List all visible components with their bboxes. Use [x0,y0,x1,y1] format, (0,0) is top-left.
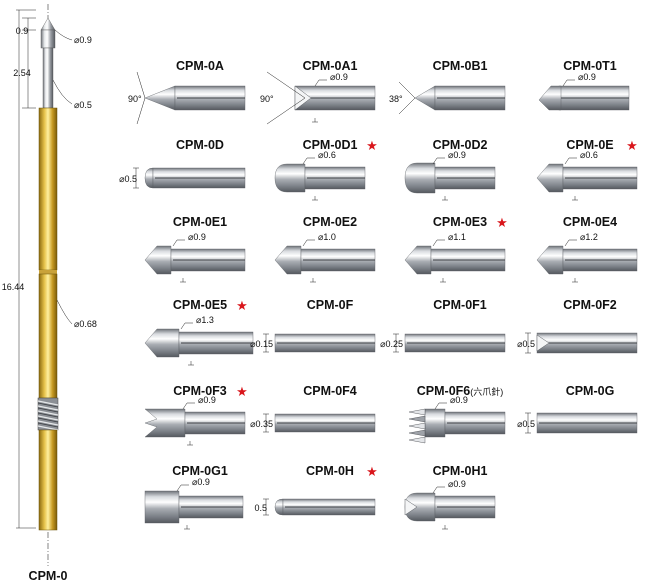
tip-cpm-0f1: CPM-0F1 ⌀0.25 [380,298,506,353]
diameter-label: ⌀0.5 [119,174,137,184]
tip-cpm-0e5: CPM-0E5 ★ ⌀1.3 [144,298,254,366]
tip-title: CPM-0G [566,384,615,398]
tip-title: CPM-0F6(六爪針) [417,384,503,398]
star-icon: ★ [366,464,378,479]
main-probe-label: CPM-0 [29,569,68,583]
star-icon: ★ [236,384,248,399]
diameter-label: ⌀0.9 [448,479,466,489]
tip-cpm-0g: CPM-0G ⌀0.5 [517,384,638,434]
tip-title: CPM-0E3 [433,215,487,229]
tip-cpm-0f: CPM-0F ⌀0.15 [250,298,376,353]
dim-overall-length: 16.44 [2,282,25,292]
diameter-label: ⌀0.5 [517,339,535,349]
tip-title: CPM-0F [307,298,354,312]
tip-title: CPM-0D2 [433,138,488,152]
star-icon: ★ [626,138,638,153]
tip-cpm-0d: CPM-0D ⌀0.5 [119,138,246,189]
tip-cpm-0f6: CPM-0F6(六爪針)⌀0.9 [408,384,506,444]
tip-title: CPM-0A1 [303,59,358,73]
knurl-section [37,397,59,431]
tip-cpm-0e: CPM-0E ★ ⌀0.6 [536,138,638,201]
tip-title: CPM-0B1 [433,59,488,73]
tips-grid: CPM-0A 90° CPM-0A1 90° ⌀0.9 CPM-0B1 38° CPM-0T1… [119,59,638,530]
tip-title: CPM-0E1 [173,215,227,229]
star-icon: ★ [496,215,508,230]
diameter-label: ⌀0.9 [450,395,468,405]
angle-label: 90° [260,94,274,104]
tip-cpm-0h: CPM-0H ★ 0.5 [254,464,378,516]
tip-title: CPM-0E5 [173,298,227,312]
dim-tip-diameter: ⌀0.9 [74,35,92,45]
tip-cpm-0f2: CPM-0F2 ⌀0.5 [517,298,638,354]
tip-title: CPM-0E [566,138,613,152]
tip-title: CPM-0G1 [172,464,228,478]
tip-title: CPM-0F1 [433,298,487,312]
tip-cpm-0e1: CPM-0E1 ⌀0.9 [144,215,246,283]
tip-title: CPM-0F4 [303,384,357,398]
tip-cpm-0a: CPM-0A 90° [128,59,246,125]
dim-neck-length: 2.54 [13,68,31,78]
diameter-label: ⌀0.9 [330,72,348,82]
diameter-label: ⌀0.5 [517,419,535,429]
tip-title: CPM-0D1 [303,138,358,152]
diameter-label: ⌀0.25 [380,339,403,349]
tip-cpm-0b1: CPM-0B1 38° [389,59,506,115]
tip-title: CPM-0T1 [563,59,617,73]
tip-cpm-0f4: CPM-0F4 ⌀0.35 [250,384,376,433]
angle-label: 38° [389,94,403,104]
diameter-label: ⌀0.6 [318,150,336,160]
tip-cpm-0d1: CPM-0D1 ★ ⌀0.6 [274,138,378,201]
tip-title: CPM-0A [176,59,224,73]
diameter-label: ⌀0.9 [188,232,206,242]
tip-title: CPM-0F3 [173,384,227,398]
tip-title: CPM-0E2 [303,215,357,229]
diameter-label: ⌀0.9 [448,150,466,160]
tip-cpm-0e3: CPM-0E3 ★ ⌀1.1 [404,215,508,283]
star-icon: ★ [366,138,378,153]
diameter-label: ⌀0.6 [580,150,598,160]
tip-cpm-0h1: CPM-0H1⌀0.9 [404,464,496,530]
tip-cpm-0a1: CPM-0A1 90° ⌀0.9 [260,59,376,125]
tip-title: CPM-0F2 [563,298,617,312]
diameter-label: 0.5 [254,503,267,513]
dim-neck-diameter: ⌀0.5 [74,100,92,110]
star-icon: ★ [236,298,248,313]
dim-barrel-diameter: ⌀0.68 [74,319,97,329]
tip-cpm-0d2: CPM-0D2⌀0.9 [404,138,496,201]
tip-cpm-0e4: CPM-0E4 ⌀1.2 [536,215,638,283]
diameter-label: ⌀0.9 [192,477,210,487]
tip-title: CPM-0H [306,464,354,478]
diameter-label: ⌀0.9 [198,395,216,405]
diameter-label: ⌀1.0 [318,232,336,242]
main-probe: 0.9 ⌀0.9 2.54 ⌀0.5 16.44 ⌀0.68 CPM-0 [2,4,97,583]
tip-title: CPM-0E4 [563,215,617,229]
diameter-label: ⌀0.35 [250,419,273,429]
angle-label: 90° [128,94,142,104]
tip-cpm-0f3: CPM-0F3 ★ ⌀0.9 [144,384,248,446]
diameter-label: ⌀1.3 [196,315,214,325]
tip-cpm-0t1: CPM-0T1⌀0.9 [538,59,630,111]
tip-cpm-0g1: CPM-0G1⌀0.9 [144,464,244,530]
diameter-label: ⌀0.9 [578,72,596,82]
diameter-label: ⌀0.15 [250,339,273,349]
dim-tip-length: 0.9 [16,26,29,36]
tip-title: CPM-0H1 [433,464,488,478]
diameter-label: ⌀1.2 [580,232,598,242]
tip-title: CPM-0D [176,138,224,152]
diameter-label: ⌀1.1 [448,232,466,242]
tip-cpm-0e2: CPM-0E2 ⌀1.0 [274,215,376,283]
